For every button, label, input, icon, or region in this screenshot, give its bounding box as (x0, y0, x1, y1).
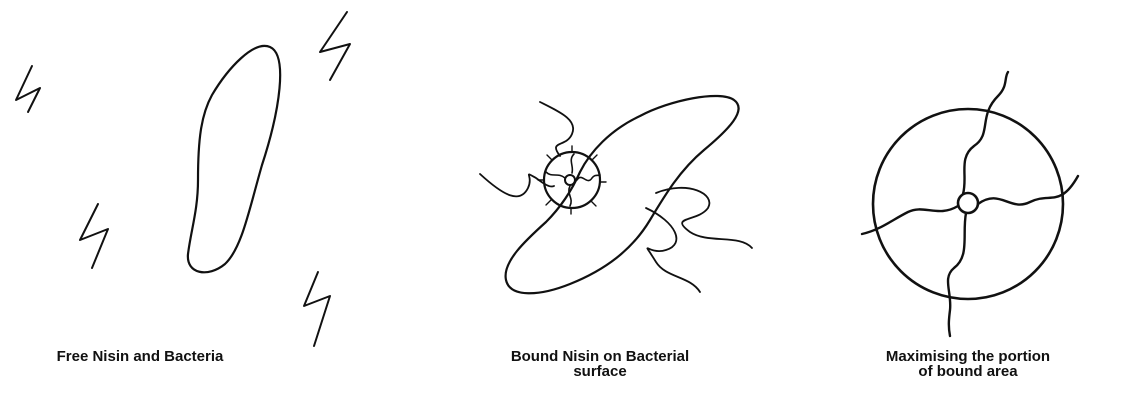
ring-tick (591, 201, 596, 206)
caption-bound-nisin: Bound Nisin on Bacterial surface (480, 349, 720, 379)
nisin-molecule (16, 66, 40, 112)
panel-maximising (862, 72, 1078, 336)
caption-line: of bound area (848, 364, 1088, 379)
panel-bound (480, 96, 752, 293)
ring-tick (546, 200, 551, 205)
ring-tick (547, 155, 552, 160)
nisin-molecule (320, 12, 350, 80)
nisin-molecule (540, 102, 573, 156)
nisin-molecule (480, 174, 554, 196)
caption-line: surface (480, 364, 720, 379)
panel-free (16, 12, 350, 346)
nisin-molecule (646, 208, 700, 292)
nisin-cluster-core (565, 175, 575, 185)
caption-line: Bound Nisin on Bacterial (480, 349, 720, 364)
nisin-strand (963, 72, 1008, 194)
caption-maximising: Maximising the portion of bound area (848, 349, 1088, 379)
nisin-molecule (656, 188, 752, 248)
nisin-strand (577, 175, 600, 181)
nisin-strand (862, 206, 958, 234)
ring-tick (592, 155, 597, 160)
bacterium-cell (188, 46, 280, 272)
nisin-strand (948, 213, 966, 336)
nisin-strand (571, 154, 574, 173)
nisin-molecule (80, 204, 108, 268)
caption-line: Free Nisin and Bacteria (20, 349, 260, 364)
caption-line: Maximising the portion (848, 349, 1088, 364)
bound-area-circle (873, 109, 1063, 299)
bound-nisin-cluster (538, 146, 606, 214)
nisin-strand (546, 172, 565, 178)
caption-free-nisin: Free Nisin and Bacteria (20, 349, 260, 364)
nisin-core (958, 193, 978, 213)
nisin-molecule (304, 272, 330, 346)
